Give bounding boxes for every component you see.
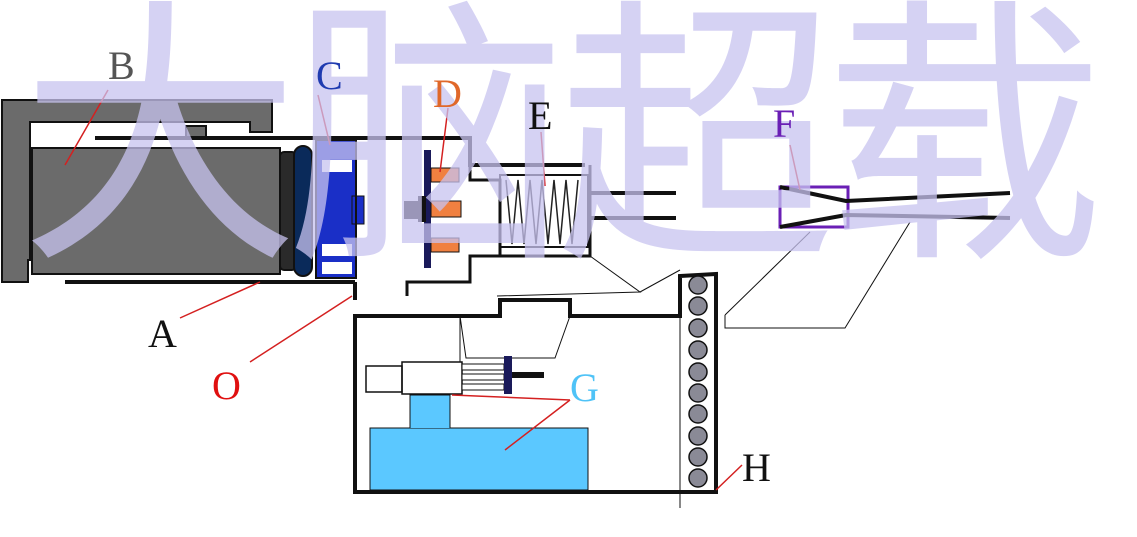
label-f: F [773, 101, 796, 146]
label-d: D [433, 71, 462, 116]
watermark: 大脑超载 [20, 0, 1104, 303]
fitting-plate [504, 356, 512, 394]
piston-d [404, 150, 462, 268]
ball-column-h [688, 275, 708, 488]
label-g: G [570, 365, 599, 410]
motor-bracket [1, 99, 273, 283]
fluid-top [370, 394, 451, 429]
fluid [369, 427, 589, 491]
label-h: H [742, 445, 771, 490]
motor-flange [293, 145, 313, 277]
fitting-pins [461, 363, 505, 391]
fitting-left [365, 365, 403, 393]
label-e: E [528, 93, 553, 138]
tank-inner [459, 315, 571, 359]
chamber-outer [405, 165, 592, 296]
label-b: B [108, 43, 135, 88]
link-line-2 [639, 269, 681, 293]
f-link-line [724, 221, 911, 329]
fitting-rod [512, 372, 544, 378]
label-o: O [212, 363, 241, 408]
label-a: A [148, 311, 177, 356]
leader-lines [64, 89, 801, 491]
coupling-c [315, 139, 365, 279]
housing-top [95, 136, 585, 167]
label-c: C [316, 53, 343, 98]
fitting-body [401, 361, 463, 395]
motor-body [31, 147, 281, 275]
valve-f [778, 185, 1011, 229]
